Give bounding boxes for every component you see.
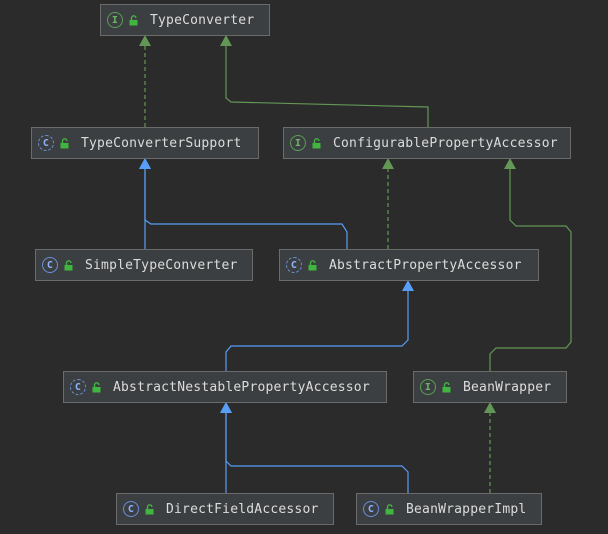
edge-abstract-nestable-property-accessor-to-abstract-property-accessor <box>225 280 414 371</box>
node-bean-wrapper[interactable]: I BeanWrapper <box>413 371 567 403</box>
interface-icon: I <box>107 12 123 28</box>
node-label: TypeConverter <box>150 12 255 28</box>
node-label: AbstractNestablePropertyAccessor <box>113 379 370 395</box>
abstract-class-icon: C <box>38 135 54 151</box>
node-configurable-property-accessor[interactable]: I ConfigurablePropertyAccessor <box>283 127 571 159</box>
node-simple-type-converter[interactable]: C SimpleTypeConverter <box>35 249 253 281</box>
node-label: ConfigurablePropertyAccessor <box>333 135 558 151</box>
public-lock-icon <box>145 503 154 515</box>
public-lock-icon <box>129 14 138 26</box>
public-lock-icon <box>312 137 321 149</box>
public-lock-icon <box>385 503 394 515</box>
edge-abstract-property-accessor-to-type-converter-support <box>139 158 348 249</box>
node-label: BeanWrapper <box>463 379 552 395</box>
interface-icon: I <box>420 379 436 395</box>
class-icon: C <box>363 501 379 517</box>
node-direct-field-accessor[interactable]: C DirectFieldAccessor <box>116 493 334 525</box>
node-type-converter-support[interactable]: C TypeConverterSupport <box>31 127 259 159</box>
node-label: TypeConverterSupport <box>81 135 242 151</box>
public-lock-icon <box>442 381 451 393</box>
edge-bean-wrapper-to-configurable-property-accessor <box>489 158 572 371</box>
node-label: BeanWrapperImpl <box>406 501 527 517</box>
node-label: DirectFieldAccessor <box>166 501 319 517</box>
abstract-class-icon: C <box>286 257 302 273</box>
node-abstract-nestable-property-accessor[interactable]: C AbstractNestablePropertyAccessor <box>63 371 387 403</box>
node-abstract-property-accessor[interactable]: C AbstractPropertyAccessor <box>279 249 539 281</box>
class-icon: C <box>123 501 139 517</box>
public-lock-icon <box>60 137 69 149</box>
edge-bean-wrapper-impl-to-abstract-nestable-property-accessor <box>220 402 409 493</box>
abstract-class-icon: C <box>70 379 86 395</box>
node-label: AbstractPropertyAccessor <box>329 257 522 273</box>
class-icon: C <box>42 257 58 273</box>
public-lock-icon <box>64 259 73 271</box>
node-label: SimpleTypeConverter <box>85 257 238 273</box>
interface-icon: I <box>290 135 306 151</box>
public-lock-icon <box>92 381 101 393</box>
node-type-converter[interactable]: I TypeConverter <box>100 4 270 36</box>
public-lock-icon <box>308 259 317 271</box>
edge-configurable-property-accessor-to-type-converter <box>220 35 429 127</box>
node-bean-wrapper-impl[interactable]: C BeanWrapperImpl <box>356 493 542 525</box>
